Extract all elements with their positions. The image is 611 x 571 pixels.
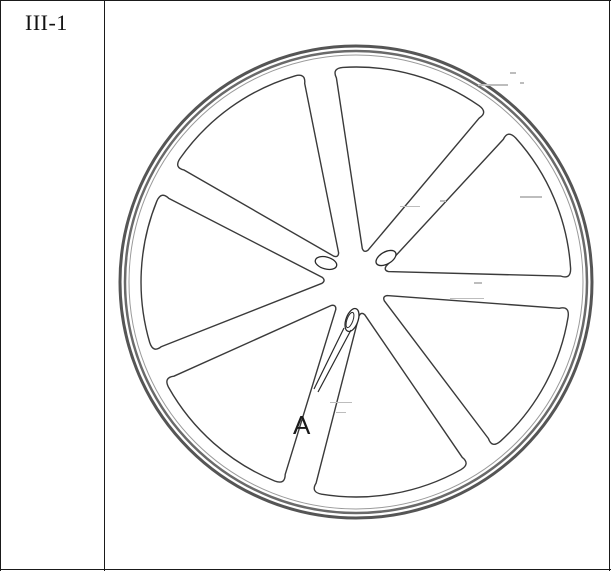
pointer-line-2: [317, 329, 352, 393]
annotation-label-a: A: [293, 410, 311, 440]
table-top-border: [0, 0, 611, 1]
segment-2: [384, 133, 572, 278]
segment-5: [166, 304, 337, 483]
pointer-line-1: [313, 327, 345, 390]
segment-4: [313, 312, 467, 498]
annotation-pointer: [313, 327, 352, 393]
scan-specks: [330, 72, 542, 413]
inner-rind: [123, 49, 589, 515]
segment-3: [383, 294, 570, 445]
table-right-border: [609, 0, 610, 571]
seed-group: [314, 249, 397, 333]
inner-rind-edge: [128, 54, 584, 510]
segment-group: [140, 66, 572, 498]
column-divider: [104, 0, 105, 571]
seed-3: [344, 307, 360, 333]
table-left-border: [0, 0, 1, 571]
seed-1: [314, 255, 338, 271]
segment-7: [176, 74, 340, 258]
row-label: III-1: [25, 10, 68, 35]
seed-3-inner: [345, 311, 355, 329]
segment-6: [140, 194, 325, 350]
table-bottom-border: [0, 569, 611, 570]
segment-1: [334, 66, 485, 253]
seed-2: [375, 249, 397, 267]
